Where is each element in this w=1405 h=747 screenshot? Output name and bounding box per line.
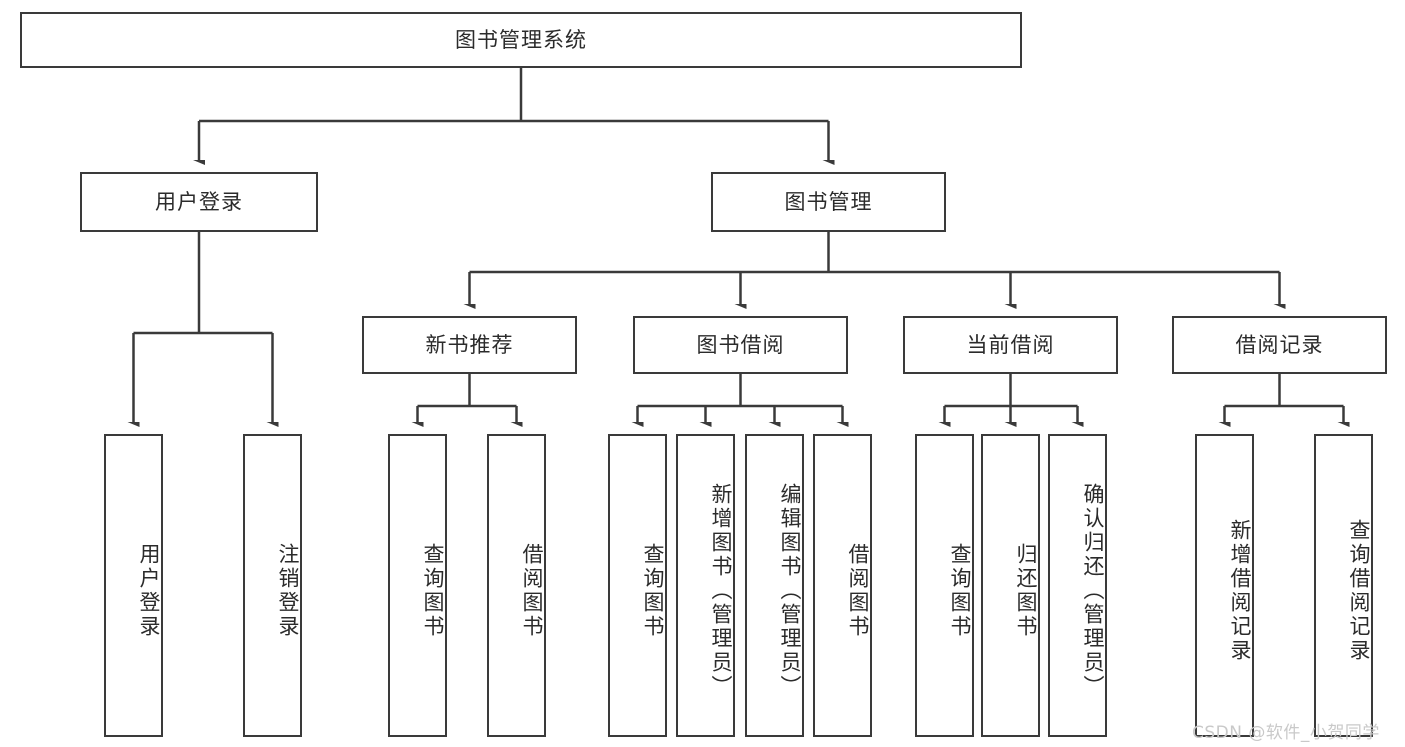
node-leaf_8[interactable]: 查询图书 bbox=[915, 434, 974, 737]
node-label: 注销登录 bbox=[276, 542, 300, 639]
node-label: 确认归还（管理员） bbox=[1081, 482, 1105, 699]
node-l2_2[interactable]: 当前借阅 bbox=[903, 316, 1118, 374]
node-label: 查询借阅记录 bbox=[1347, 518, 1371, 663]
node-l2_3[interactable]: 借阅记录 bbox=[1172, 316, 1387, 374]
node-leaf_9[interactable]: 归还图书 bbox=[981, 434, 1040, 737]
node-label: 新增图书（管理员） bbox=[709, 482, 733, 699]
node-leaf_5[interactable]: 新增图书（管理员） bbox=[676, 434, 735, 737]
node-leaf_10[interactable]: 确认归还（管理员） bbox=[1048, 434, 1107, 737]
node-leaf_6[interactable]: 编辑图书（管理员） bbox=[745, 434, 804, 737]
node-leaf_4[interactable]: 查询图书 bbox=[608, 434, 667, 737]
node-label: 借阅记录 bbox=[1235, 332, 1324, 357]
node-l1_1[interactable]: 图书管理 bbox=[711, 172, 946, 232]
node-leaf_12[interactable]: 查询借阅记录 bbox=[1314, 434, 1373, 737]
node-label: 借阅图书 bbox=[520, 542, 544, 639]
node-label: 图书借阅 bbox=[696, 332, 785, 357]
node-label: 编辑图书（管理员） bbox=[778, 482, 802, 699]
node-leaf_2[interactable]: 查询图书 bbox=[388, 434, 447, 737]
node-label: 查询图书 bbox=[948, 542, 972, 639]
node-label: 查询图书 bbox=[641, 542, 665, 639]
node-l2_0[interactable]: 新书推荐 bbox=[362, 316, 577, 374]
node-label: 用户登录 bbox=[155, 189, 243, 214]
node-label: 查询图书 bbox=[421, 542, 445, 639]
node-label: 当前借阅 bbox=[966, 332, 1055, 357]
node-label: 归还图书 bbox=[1014, 542, 1038, 639]
edge-group bbox=[134, 68, 1344, 422]
node-label: 借阅图书 bbox=[846, 542, 870, 639]
node-label: 用户登录 bbox=[137, 542, 161, 639]
node-label: 图书管理 bbox=[784, 189, 873, 214]
node-leaf_11[interactable]: 新增借阅记录 bbox=[1195, 434, 1254, 737]
node-label: 新增借阅记录 bbox=[1228, 518, 1252, 663]
node-leaf_1[interactable]: 注销登录 bbox=[243, 434, 302, 737]
node-l1_0[interactable]: 用户登录 bbox=[80, 172, 318, 232]
node-label: 新书推荐 bbox=[425, 332, 514, 357]
node-root[interactable]: 图书管理系统 bbox=[20, 12, 1022, 68]
node-label: 图书管理系统 bbox=[455, 27, 587, 52]
node-leaf_3[interactable]: 借阅图书 bbox=[487, 434, 546, 737]
node-leaf_0[interactable]: 用户登录 bbox=[104, 434, 163, 737]
node-l2_1[interactable]: 图书借阅 bbox=[633, 316, 848, 374]
node-leaf_7[interactable]: 借阅图书 bbox=[813, 434, 872, 737]
